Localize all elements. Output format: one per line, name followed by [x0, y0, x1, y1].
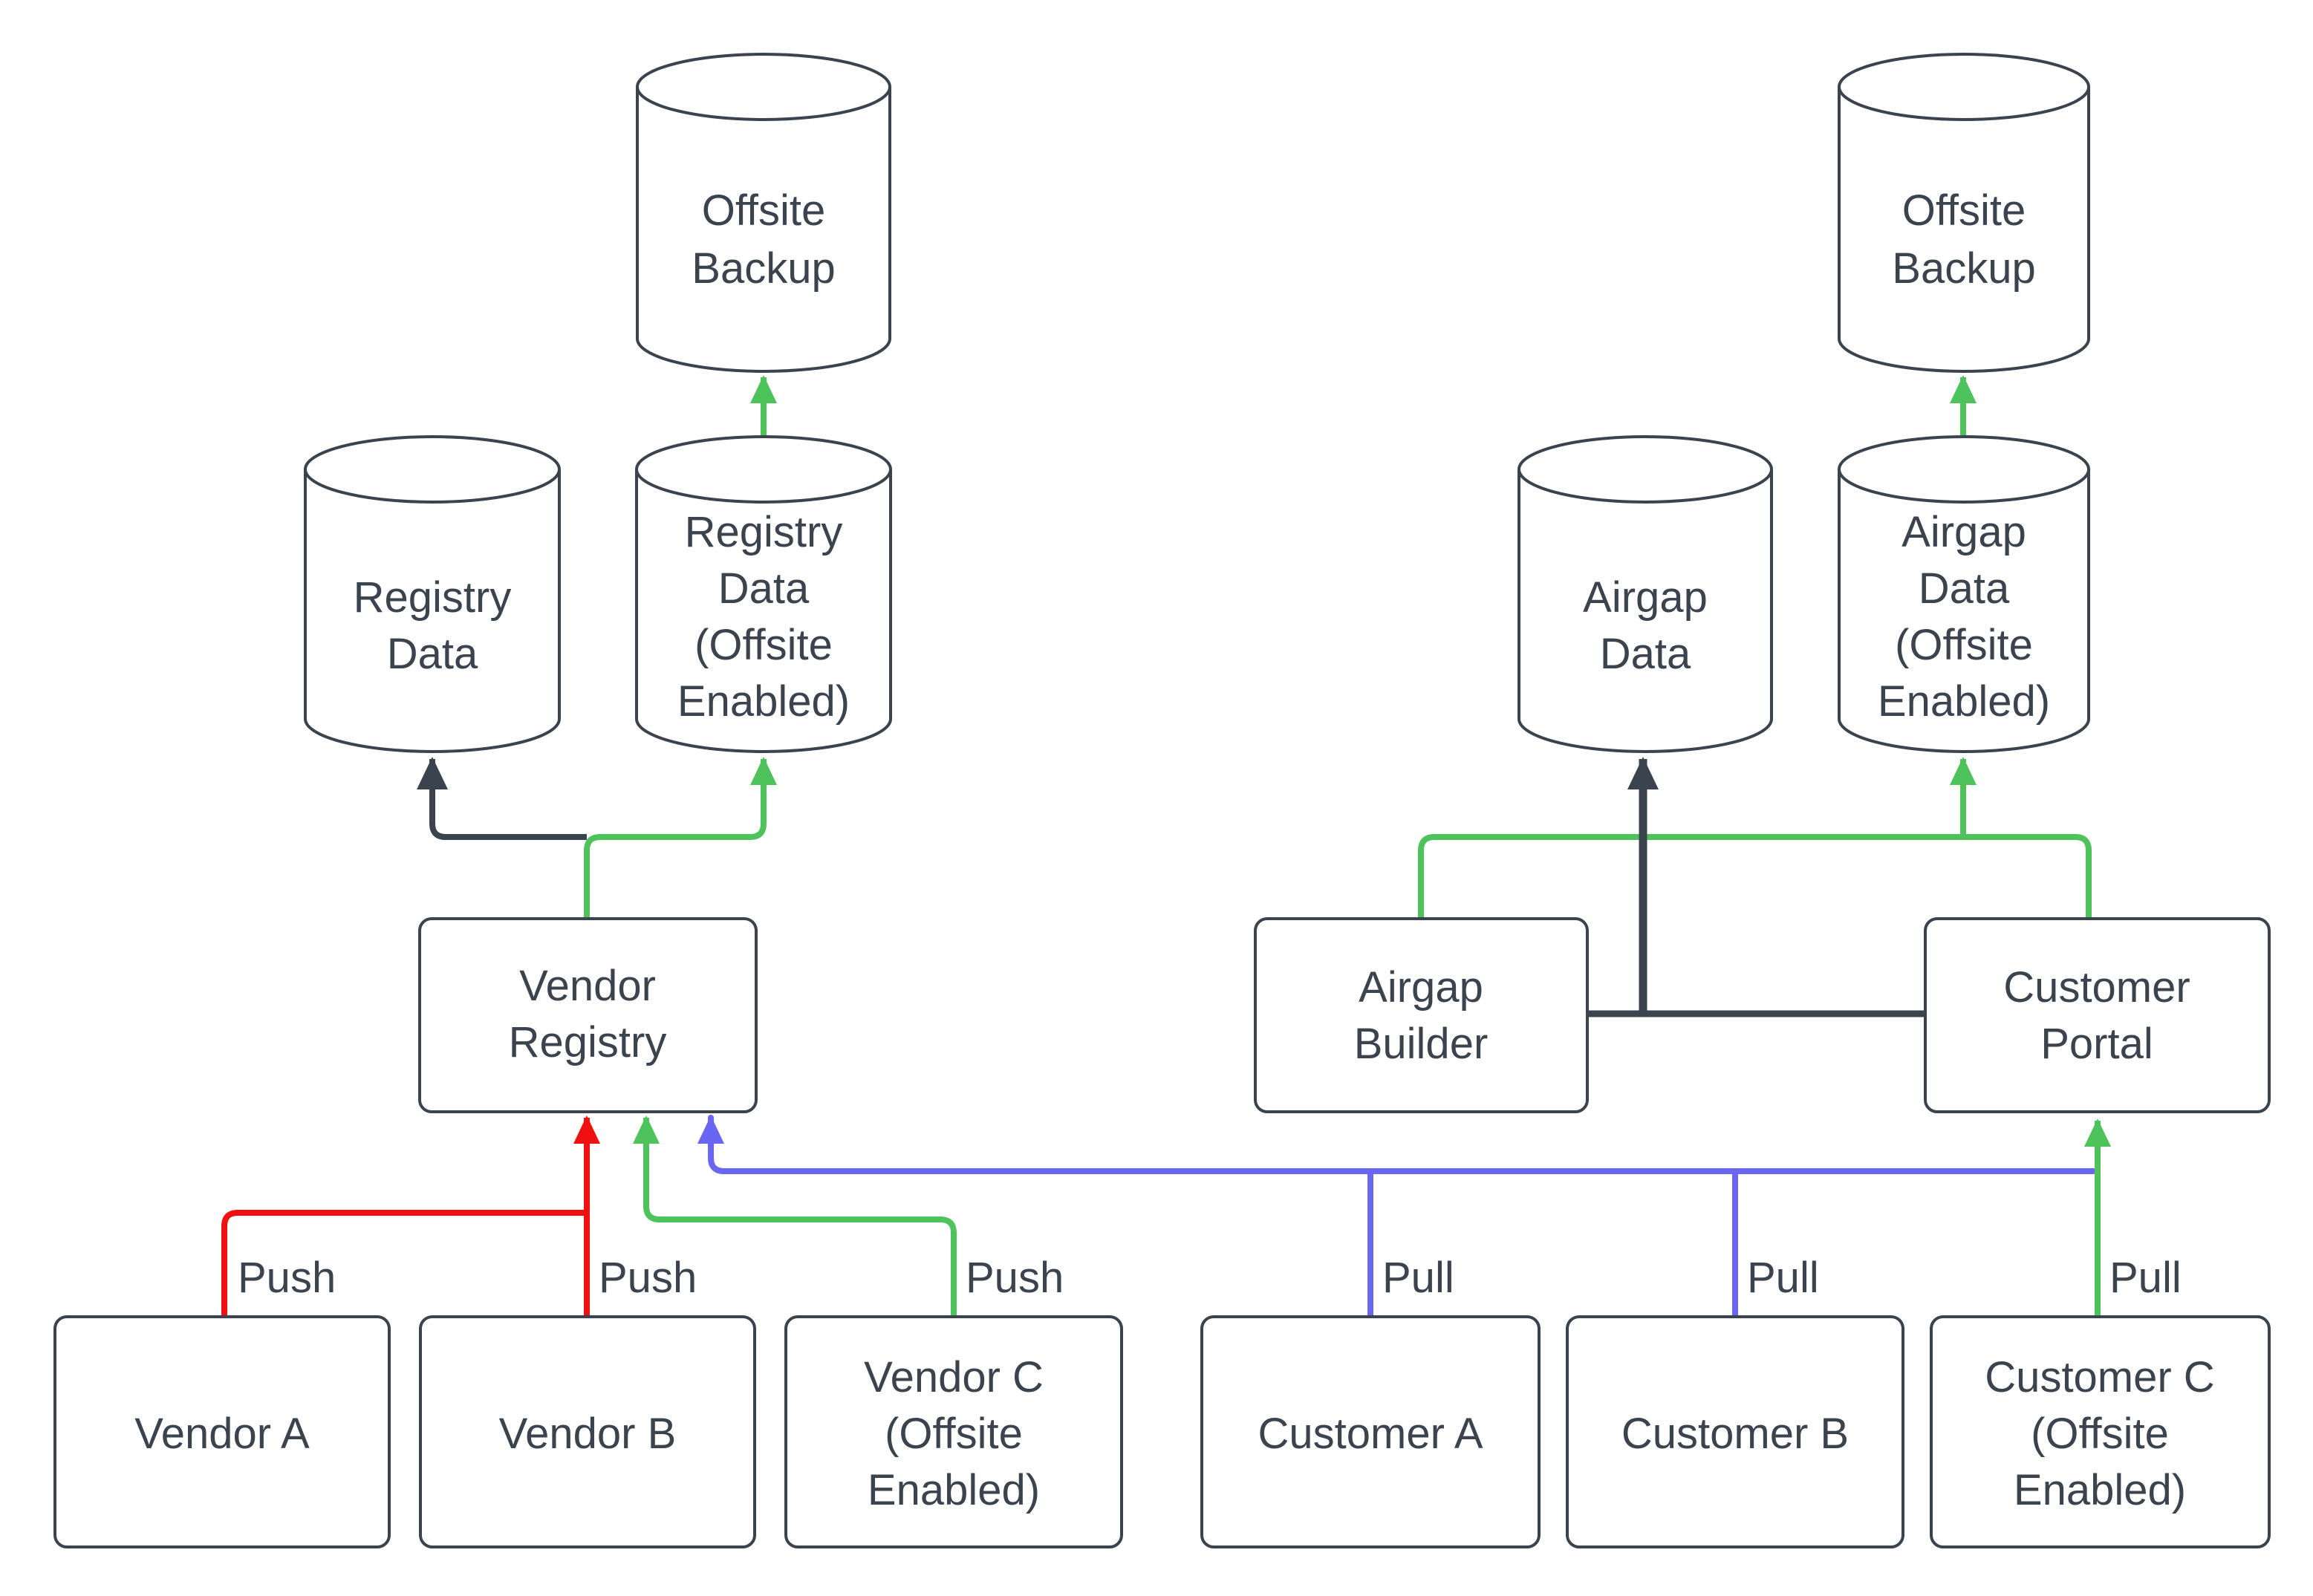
node-label: Offsite: [702, 186, 826, 235]
cylinder-registry-data: Registry Data: [304, 435, 561, 753]
cylinder-top: [1838, 435, 2090, 504]
box-vendor-a: Vendor A: [53, 1315, 391, 1548]
node-label: Customer: [2003, 963, 2190, 1012]
edge-registry-to-registry-data-offsite: [584, 757, 777, 919]
edge-label-push-vendor-c: Push: [966, 1254, 1064, 1302]
node-label: Data: [718, 564, 810, 613]
node-label: Data: [1919, 564, 2010, 613]
cylinder-airgap-data: Airgap Data: [1517, 435, 1773, 753]
box-border: [1254, 917, 1589, 1113]
node-label: Vendor B: [499, 1410, 677, 1458]
edge-label-push-vendor-a: Push: [238, 1254, 336, 1302]
node-label: (Offsite: [885, 1410, 1023, 1458]
node-label: Vendor C: [864, 1353, 1044, 1401]
node-label: Enabled): [2014, 1466, 2186, 1514]
cylinder-body: [1838, 87, 2090, 373]
node-label: Enabled): [677, 677, 850, 726]
edge-label-push-vendor-b: Push: [599, 1254, 697, 1302]
node-label: Registry: [354, 573, 512, 622]
node-label: Vendor A: [134, 1410, 310, 1458]
box-border: [419, 1315, 756, 1548]
cylinder-registry-data-offsite: Registry Data (Offsite Enabled): [635, 435, 892, 753]
box-vendor-registry: Vendor Registry: [418, 917, 758, 1113]
node-label: Vendor: [519, 962, 656, 1010]
box-border: [1200, 1315, 1541, 1548]
box-customer-b: Customer B: [1566, 1315, 1904, 1548]
box-border: [418, 917, 758, 1113]
node-label: Backup: [692, 244, 835, 293]
node-label: Data: [387, 630, 478, 678]
node-label: Customer A: [1258, 1410, 1483, 1458]
box-customer-c: Customer C (Offsite Enabled): [1930, 1315, 2271, 1548]
node-label: Airgap: [1902, 508, 2026, 556]
cylinder-airgap-data-offsite: Airgap Data (Offsite Enabled): [1838, 435, 2090, 753]
node-label: Customer B: [1621, 1410, 1849, 1458]
node-label: Registry: [685, 508, 843, 556]
cylinder-body: [636, 87, 891, 373]
edge-vendor-a-push: [221, 1210, 587, 1317]
node-label: Airgap: [1359, 963, 1483, 1012]
box-border: [1924, 917, 2271, 1113]
box-border: [1566, 1315, 1904, 1548]
cylinder-body: [1838, 469, 2090, 753]
node-label: Airgap: [1583, 573, 1708, 622]
cylinder-body: [635, 469, 892, 753]
cylinder-offsite-backup-right: Offsite Backup: [1838, 53, 2090, 373]
node-label: (Offsite: [694, 621, 833, 669]
edge-label-pull-customer-c: Pull: [2109, 1254, 2182, 1302]
cylinder-body: [1517, 469, 1773, 753]
box-border: [1930, 1315, 2271, 1548]
cylinder-body: [304, 469, 561, 753]
cylinder-top: [304, 435, 561, 504]
box-airgap-builder: Airgap Builder: [1254, 917, 1589, 1113]
edge-builder-portal-green-trunk: [1418, 834, 2092, 919]
box-customer-portal: Customer Portal: [1924, 917, 2271, 1113]
node-label: Customer C: [1985, 1353, 2214, 1401]
node-label: Offsite: [1902, 186, 2026, 235]
node-label: Portal: [2040, 1020, 2153, 1068]
node-label: Enabled): [1878, 677, 2050, 726]
cylinder-top: [635, 435, 892, 504]
edge-vendor-c-push: [633, 1115, 957, 1317]
node-label: Enabled): [868, 1466, 1040, 1514]
box-vendor-c: Vendor C (Offsite Enabled): [784, 1315, 1123, 1548]
node-label: (Offsite: [2031, 1410, 2169, 1458]
cylinder-top: [1838, 53, 2090, 121]
cylinder-offsite-backup-left: Offsite Backup: [636, 53, 891, 373]
box-vendor-b: Vendor B: [419, 1315, 756, 1548]
node-label: Registry: [509, 1018, 667, 1066]
edge-pull-trunk: [697, 1115, 2096, 1174]
node-label: Data: [1600, 630, 1691, 678]
box-border: [784, 1315, 1123, 1548]
edge-registry-to-registry-data: [417, 757, 587, 840]
edge-label-pull-customer-a: Pull: [1382, 1254, 1454, 1302]
cylinder-top: [1517, 435, 1773, 504]
box-border: [53, 1315, 391, 1548]
cylinder-top: [636, 53, 891, 121]
node-label: Backup: [1892, 244, 2035, 293]
edge-label-pull-customer-b: Pull: [1747, 1254, 1819, 1302]
box-customer-a: Customer A: [1200, 1315, 1541, 1548]
node-label: Builder: [1354, 1020, 1489, 1068]
node-label: (Offsite: [1895, 621, 2033, 669]
